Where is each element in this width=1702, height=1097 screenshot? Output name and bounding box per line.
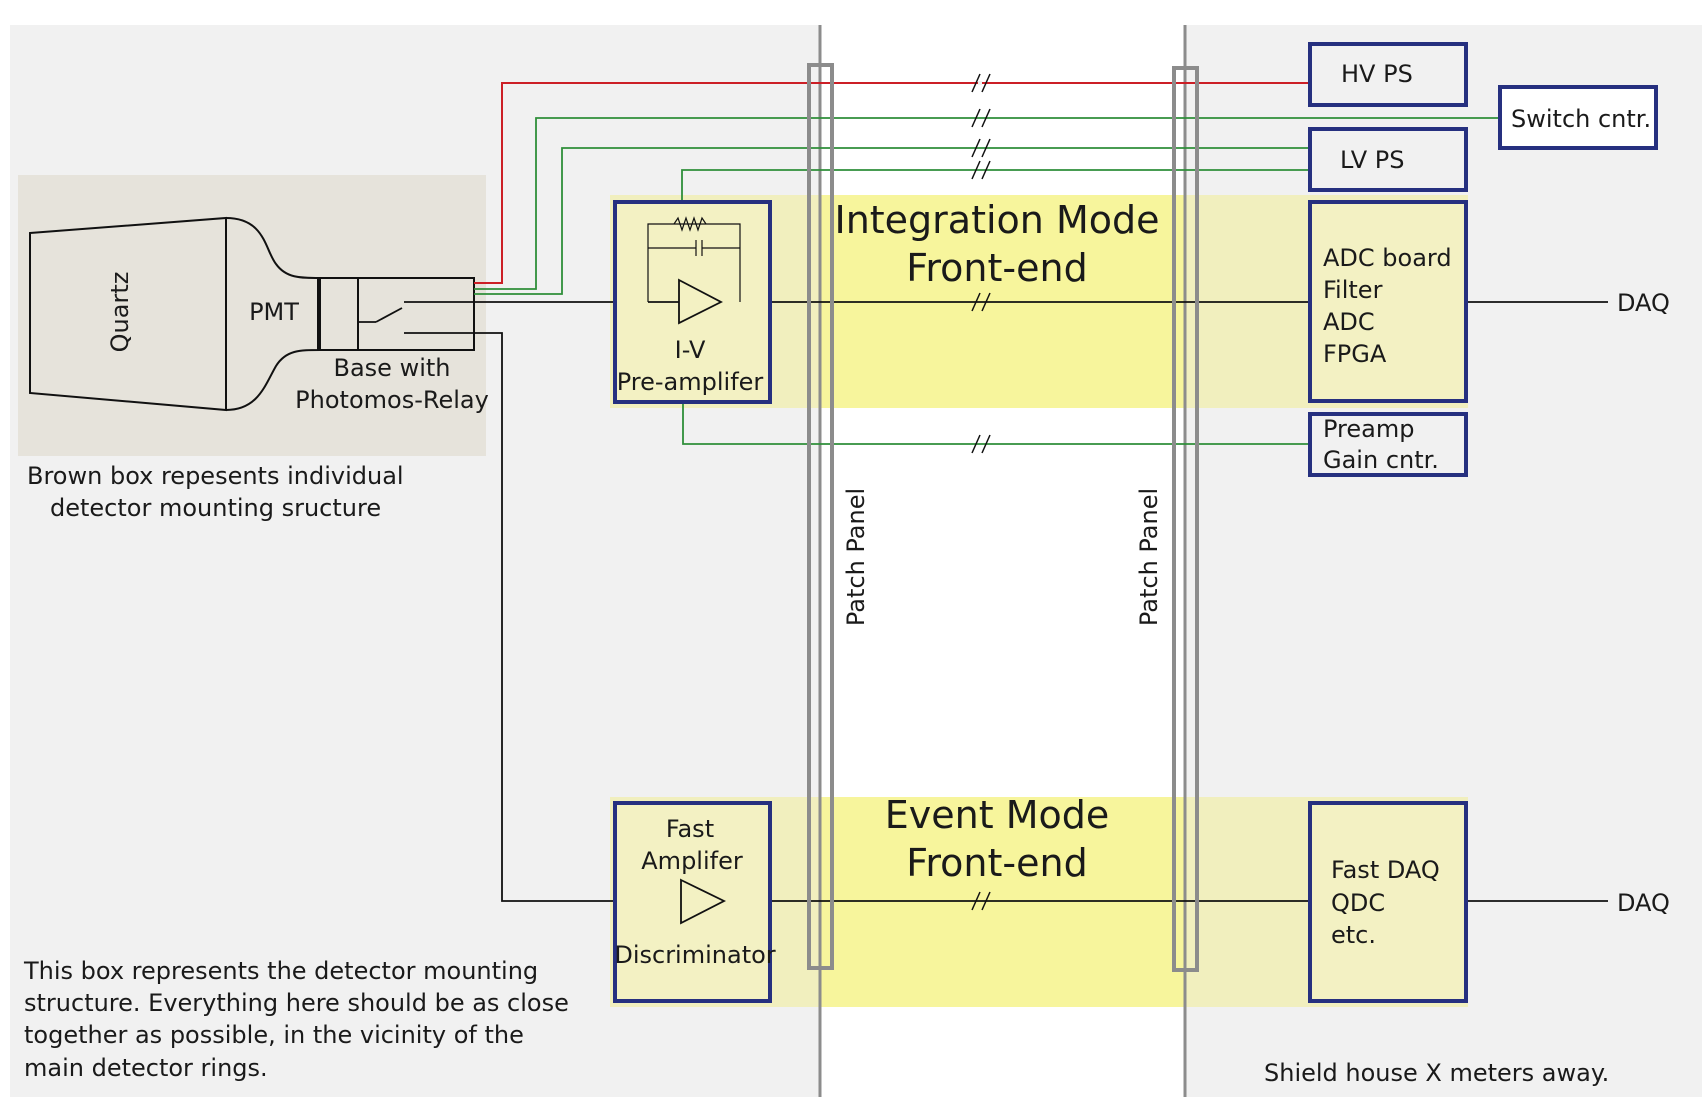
fast-amp-label-line3: Discriminator bbox=[614, 941, 775, 969]
mounting-note-line3: together as possible, in the vicinity of… bbox=[24, 1021, 524, 1049]
detector-mounting-box bbox=[18, 175, 486, 456]
fast-daq-line-2: QDC bbox=[1331, 889, 1385, 917]
adc-line-2: Filter bbox=[1323, 276, 1383, 304]
preamp-gain-box bbox=[1308, 412, 1468, 477]
switch-cable bbox=[474, 117, 1500, 290]
event-daq-label: DAQ bbox=[1617, 889, 1670, 917]
fast-daq-box bbox=[1308, 801, 1468, 1003]
adc-line-4: FPGA bbox=[1323, 340, 1387, 368]
iv-preamp-box bbox=[613, 200, 772, 404]
lv-ps-label: LV PS bbox=[1340, 146, 1405, 174]
lv-ps-box bbox=[1308, 127, 1468, 192]
cable-break-markers bbox=[971, 73, 991, 911]
base-label-line1: Base with bbox=[334, 354, 451, 382]
quartz-label: Quartz bbox=[106, 272, 134, 353]
pmt-label: PMT bbox=[249, 298, 299, 326]
adc-line-1: ADC board bbox=[1323, 244, 1452, 272]
lv-cable bbox=[474, 147, 1310, 295]
mounting-note-line2: structure. Everything here should be as … bbox=[24, 989, 569, 1017]
iv-preamp-label-line2: Pre-amplifer bbox=[617, 368, 764, 396]
integration-title-line2: Front-end bbox=[906, 246, 1087, 290]
quartz-pmt-shape bbox=[29, 216, 475, 412]
preamp-gain-cable bbox=[682, 402, 1310, 445]
adc-board-box bbox=[1308, 200, 1468, 403]
preamp-gain-label-line1: Preamp bbox=[1323, 415, 1414, 443]
preamp-gain-label-line2: Gain cntr. bbox=[1323, 446, 1439, 474]
event-title-line1: Event Mode bbox=[885, 793, 1109, 837]
shield-house-note: Shield house X meters away. bbox=[1264, 1059, 1609, 1087]
detector-note-line1: Brown box repesents individual bbox=[27, 462, 404, 490]
detector-note-line2: detector mounting sructure bbox=[50, 494, 381, 522]
base-label-line2: Photomos-Relay bbox=[295, 386, 489, 414]
event-signal-in bbox=[474, 332, 678, 902]
switch-cntr-box bbox=[1498, 85, 1658, 150]
fast-amp-label-line2: Amplifer bbox=[641, 847, 743, 875]
hv-ps-label: HV PS bbox=[1341, 60, 1413, 88]
integration-daq-label: DAQ bbox=[1617, 289, 1670, 317]
mounting-note-line4: main detector rings. bbox=[24, 1054, 268, 1082]
hv-ps-box bbox=[1308, 42, 1468, 107]
patch-panel-right-label: Patch Panel bbox=[1135, 488, 1163, 626]
patch-panel-left-label: Patch Panel bbox=[842, 488, 870, 626]
mounting-note-line1: This box represents the detector mountin… bbox=[23, 957, 538, 985]
fast-daq-line-3: etc. bbox=[1331, 921, 1376, 949]
iv-preamp-label-line1: I-V bbox=[675, 336, 706, 364]
event-title-line2: Front-end bbox=[906, 841, 1087, 885]
integration-title-line1: Integration Mode bbox=[834, 198, 1159, 242]
patch-panel-left bbox=[807, 63, 834, 970]
fast-amp-box bbox=[613, 801, 772, 1003]
adc-line-3: ADC bbox=[1323, 308, 1375, 336]
switch-cntr-label: Switch cntr. bbox=[1511, 105, 1651, 133]
hv-cable bbox=[474, 82, 1310, 284]
patch-panel-right bbox=[1172, 66, 1199, 972]
fast-daq-line-1: Fast DAQ bbox=[1331, 856, 1440, 884]
fast-amp-label-line1: Fast bbox=[666, 815, 714, 843]
